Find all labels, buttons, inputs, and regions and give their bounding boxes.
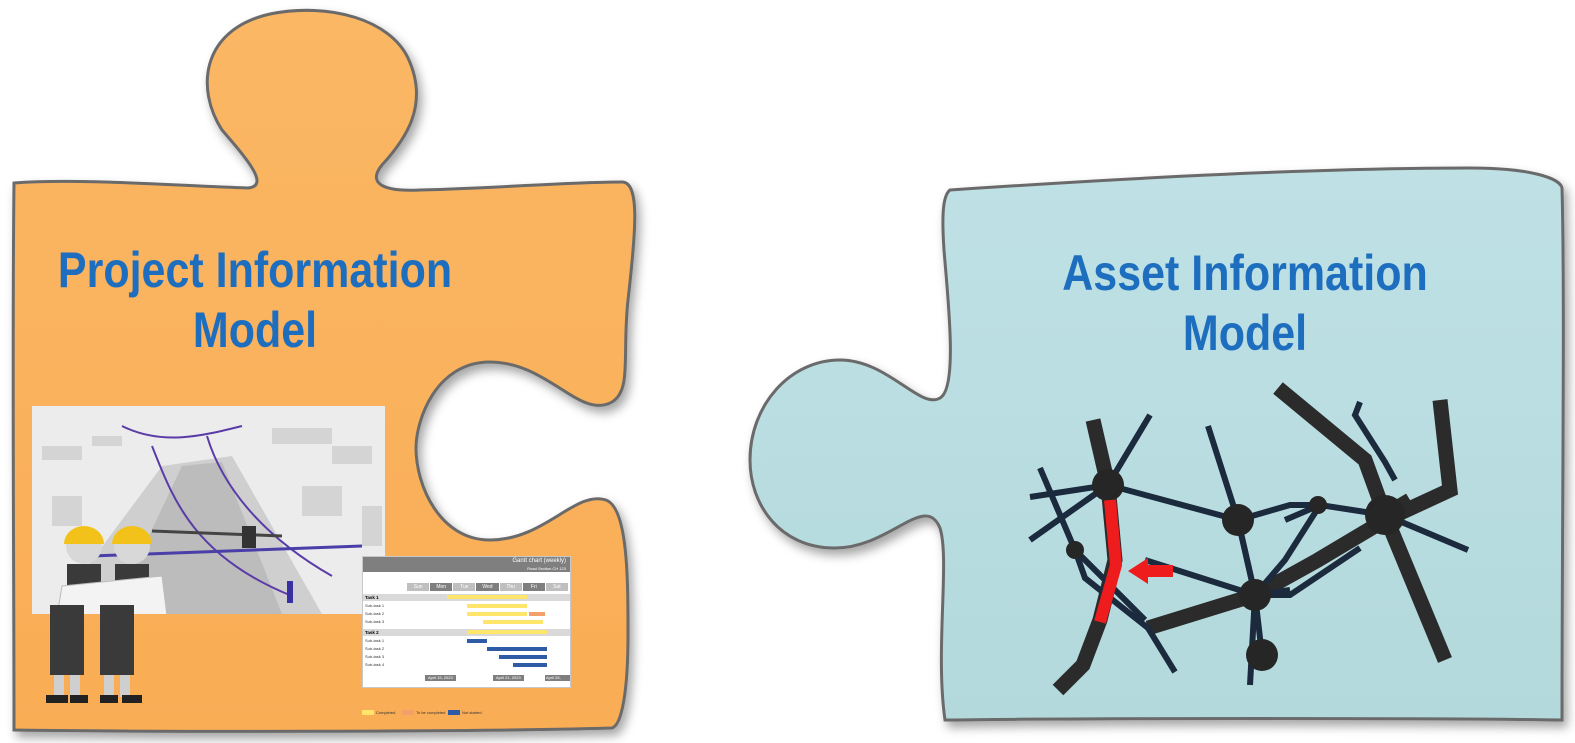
road-model-image	[32, 406, 385, 614]
road-east-arc	[1145, 399, 1459, 636]
gantt-day: Tue	[453, 583, 476, 591]
gantt-subtask: Sub-task 1	[365, 638, 385, 643]
gantt-subtask: Sub-task 2	[365, 646, 385, 651]
legend-not-started: Not started	[462, 710, 482, 715]
gantt-day: Sat	[545, 583, 568, 591]
engineers-illustration	[46, 605, 142, 703]
pim-title-line1: Project Information	[57, 242, 453, 298]
gantt-subtask: Sub-task 3	[365, 619, 385, 624]
gantt-day: Thu	[499, 583, 522, 591]
legend-to-be-completed: To be completed	[416, 710, 446, 715]
gantt-legend: Completed To be completed Not started	[362, 708, 572, 718]
gantt-chart-thumbnail: Gantt chart (weekly) Road Section CH 123…	[362, 556, 571, 688]
road-diagonal-ne	[1273, 382, 1452, 663]
gantt-day: Mon	[430, 583, 453, 591]
aim-title: Asset Information Model	[1043, 243, 1447, 363]
aim-title-line1: Asset Information	[1062, 245, 1428, 301]
gantt-subtask: Sub-task 3	[365, 654, 385, 659]
gantt-task: Task 2	[363, 629, 570, 636]
gantt-day-header: Sun Mon Tue Wed Thu Fri Sat	[407, 583, 568, 591]
gantt-title: Gantt chart (weekly)	[363, 557, 570, 572]
pim-title: Project Information Model	[53, 240, 457, 360]
gantt-subtask: Sub-task 2	[365, 611, 385, 616]
red-arrow-icon	[1128, 558, 1173, 584]
road-network-map	[1028, 382, 1470, 696]
gantt-subtask: Sub-task 4	[365, 662, 385, 667]
gantt-subtitle: Road Section CH 123	[527, 566, 566, 571]
highlighted-road-segment	[1094, 499, 1123, 624]
gantt-day: Fri	[522, 583, 545, 591]
pim-title-line2: Model	[192, 302, 318, 358]
gantt-subtask: Sub-task 1	[365, 603, 385, 608]
gantt-date: April 15, 2023	[425, 675, 456, 681]
legend-completed: Completed	[376, 710, 396, 715]
aim-title-line2: Model	[1182, 305, 1308, 361]
gantt-day: Sun	[407, 583, 430, 591]
gantt-day: Wed	[476, 583, 499, 591]
gantt-date: April 26, 2023	[545, 675, 570, 686]
aim-puzzle-piece	[748, 166, 1565, 722]
gantt-date: April 21, 2023	[493, 675, 524, 681]
